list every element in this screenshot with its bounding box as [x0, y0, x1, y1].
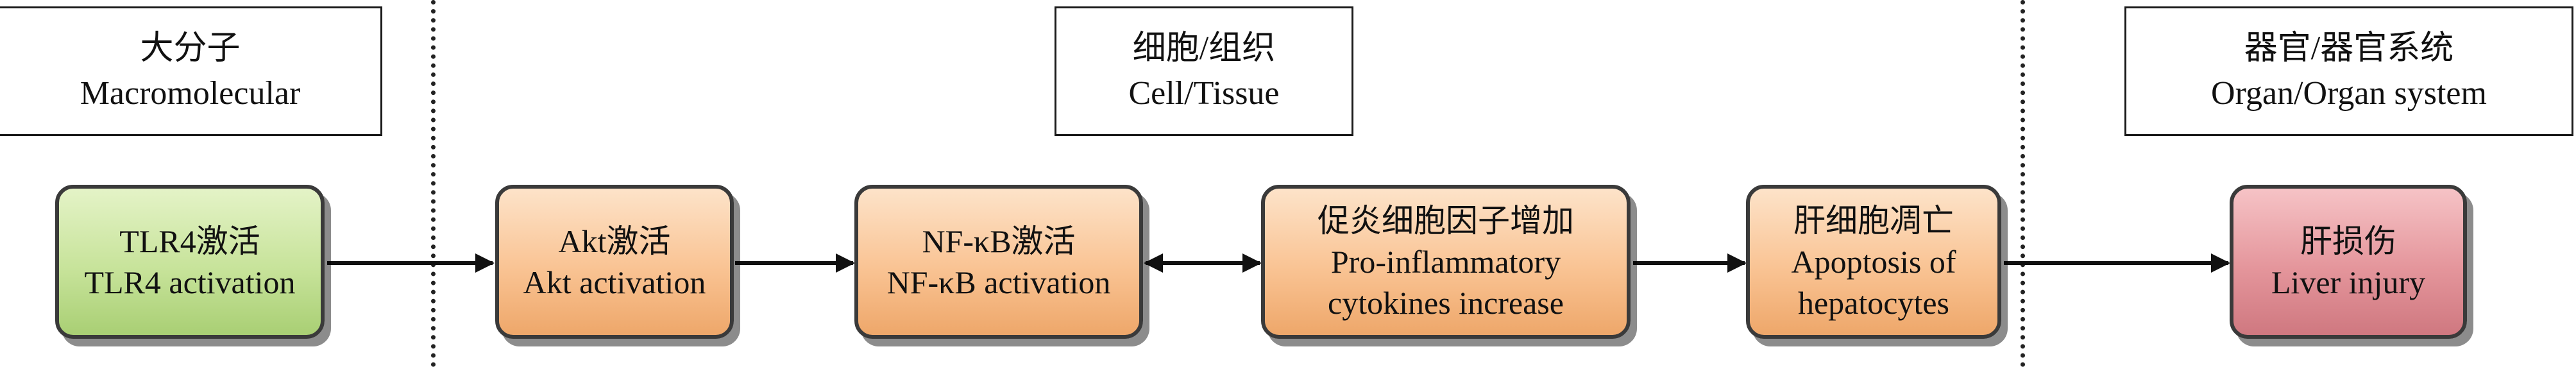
header-macromolecular-en: Macromolecular: [80, 75, 301, 112]
header-organ-system: 器官/器官系统 Organ/Organ system: [2124, 6, 2573, 136]
node-tlr4-zh: TLR4激活: [119, 223, 260, 259]
node-apoptosis-en-line1: Apoptosis of: [1791, 244, 1956, 280]
node-hepatocyte-apoptosis: 肝细胞凋亡 Apoptosis of hepatocytes: [1746, 185, 2001, 339]
node-tlr4-en: TLR4 activation: [84, 264, 296, 300]
header-macromolecular: 大分子 Macromolecular: [0, 6, 382, 136]
node-apoptosis-zh: 肝细胞凋亡: [1793, 203, 1954, 239]
node-akt-en: Akt activation: [523, 264, 706, 300]
divider-left: [431, 0, 436, 367]
node-cytokines-en-line2: cytokines increase: [1328, 285, 1564, 321]
header-macromolecular-zh: 大分子: [140, 30, 241, 67]
node-liver-zh: 肝损伤: [2300, 223, 2396, 259]
node-akt-zh: Akt激活: [558, 223, 671, 259]
node-liver-en: Liver injury: [2271, 264, 2426, 300]
node-proinflammatory-cytokines: 促炎细胞因子增加 Pro-inflammatory cytokines incr…: [1261, 185, 1631, 339]
node-apoptosis-en-line2: hepatocytes: [1797, 285, 1949, 321]
node-tlr4-activation: TLR4激活 TLR4 activation: [55, 185, 325, 339]
node-cytokines-en-line1: Pro-inflammatory: [1330, 244, 1561, 280]
node-liver-injury: 肝损伤 Liver injury: [2230, 185, 2467, 339]
node-nfkb-zh: NF-κB激活: [922, 223, 1076, 259]
header-cell-tissue-zh: 细胞/组织: [1132, 30, 1276, 67]
header-cell-tissue-en: Cell/Tissue: [1128, 75, 1280, 112]
header-organ-system-zh: 器官/器官系统: [2244, 30, 2454, 67]
node-akt-activation: Akt激活 Akt activation: [495, 185, 734, 339]
header-organ-system-en: Organ/Organ system: [2211, 75, 2487, 112]
node-nfkb-en: NF-κB activation: [886, 264, 1111, 300]
divider-right: [2021, 0, 2025, 367]
header-cell-tissue: 细胞/组织 Cell/Tissue: [1055, 6, 1353, 136]
node-nfkb-activation: NF-κB激活 NF-κB activation: [854, 185, 1143, 339]
node-cytokines-zh: 促炎细胞因子增加: [1318, 203, 1574, 239]
